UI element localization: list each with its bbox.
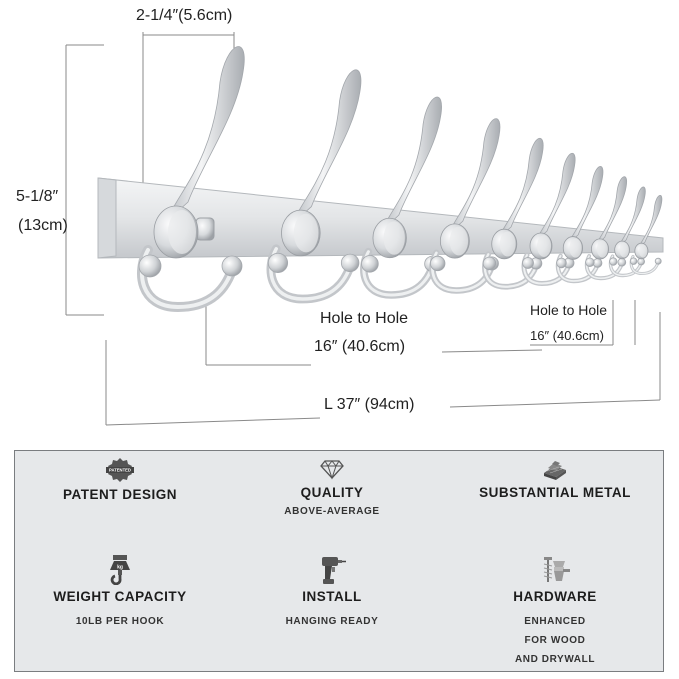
height-dimension-line1: 5-1/8″	[16, 188, 59, 205]
hook	[584, 176, 628, 281]
feature-subtitle-lines: ENHANCED FOR WOOD AND DRYWALL	[447, 612, 663, 669]
hole-to-hole-label: Hole to Hole	[320, 310, 409, 327]
feature-subtitle: HANGING READY	[285, 616, 379, 627]
feature-title: INSTALL	[302, 589, 362, 604]
feature-weight-capacity: kg WEIGHT CAPACITY 10LB PER HOOK	[12, 555, 228, 631]
hook	[608, 186, 646, 278]
height-dimension-line2: (13cm)	[18, 217, 68, 234]
hook	[629, 195, 663, 276]
dimension-lines	[65, 32, 661, 426]
feature-patent-design: PATENTED PATENT DESIGN	[12, 457, 228, 502]
feature-quality: QUALITY ABOVE-AVERAGE	[224, 457, 440, 521]
screws-anchors-icon	[543, 557, 570, 582]
metal-ingot-icon	[544, 461, 566, 480]
feature-title: HARDWARE	[513, 589, 597, 604]
diamond-icon	[320, 460, 344, 480]
feature-title: PATENT DESIGN	[62, 487, 177, 502]
feature-subtitle: ABOVE-AVERAGE	[284, 506, 380, 517]
feature-subtitle-line: FOR WOOD	[524, 635, 586, 646]
feature-title: SUBSTANTIAL METAL	[479, 485, 631, 500]
hook	[521, 153, 576, 287]
product-diagram: 2-1/4″(5.6cm) 5-1/8″ (13cm) Hole to Hole…	[16, 7, 664, 426]
feature-subtitle: 10LB PER HOOK	[75, 616, 165, 627]
hole-to-hole-value: 16″ (40.6cm)	[314, 338, 406, 355]
feature-title: WEIGHT CAPACITY	[53, 589, 187, 604]
drill-icon	[322, 557, 346, 584]
feature-subtitle-line: ENHANCED	[524, 616, 586, 627]
hook-width-dimension: 2-1/4″(5.6cm)	[136, 7, 233, 24]
feature-install: INSTALL HANGING READY	[224, 555, 440, 631]
feature-subtitle-line: AND DRYWALL	[514, 654, 596, 665]
weight-hook-icon: kg	[110, 555, 130, 585]
feature-title: QUALITY	[300, 485, 364, 500]
hole-to-hole-value-2: 16″ (40.6cm)	[530, 328, 604, 343]
patent-badge-text: PATENTED	[109, 468, 131, 473]
length-dimension: L 37″ (94cm)	[324, 396, 415, 413]
hooks-group	[137, 46, 663, 313]
hole-to-hole-label-2: Hole to Hole	[530, 302, 608, 318]
features-panel: PATENTED PATENT DESIGN QUALITY ABOVE-AVE…	[14, 450, 664, 672]
patent-badge-icon: PATENTED	[106, 458, 134, 482]
svg-text:kg: kg	[117, 565, 123, 571]
feature-substantial-metal: SUBSTANTIAL METAL	[447, 457, 663, 500]
coat-rack-illustration	[65, 32, 664, 426]
hook	[555, 166, 604, 284]
feature-hardware: HARDWARE ENHANCED FOR WOOD AND DRYWALL	[447, 555, 663, 669]
hook	[137, 46, 245, 313]
hook	[266, 69, 362, 304]
hook	[482, 138, 544, 290]
